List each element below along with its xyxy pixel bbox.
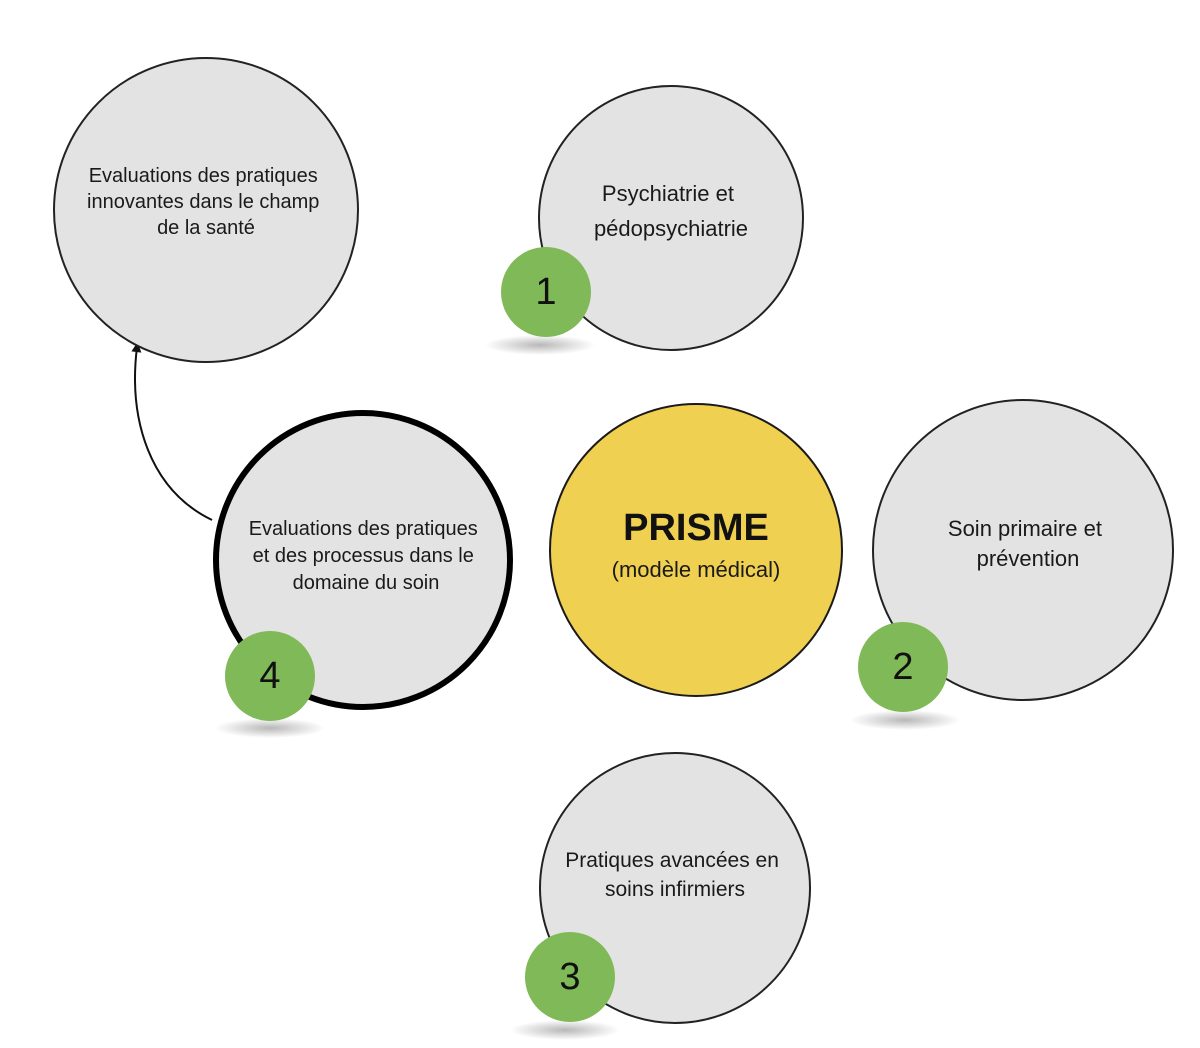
node-label: Soin primaire et prévention bbox=[948, 516, 1108, 571]
badge-2 bbox=[858, 622, 948, 712]
center-subtitle: (modèle médical) bbox=[612, 557, 781, 582]
node-circle bbox=[538, 85, 804, 351]
node-evaluations-processus: Evaluations des pratiques et des process… bbox=[213, 410, 513, 721]
node-label-line: soins infirmiers bbox=[605, 878, 745, 901]
badge-4 bbox=[225, 631, 315, 721]
badge-1 bbox=[501, 247, 591, 337]
node-label-line: Soin primaire et bbox=[948, 516, 1102, 541]
node-label-line: et des processus dans le bbox=[253, 545, 474, 567]
node-label-line: Evaluations des pratiques bbox=[249, 518, 478, 540]
node-pratiques-avancees: Pratiques avancées en soins infirmiers 3 bbox=[525, 752, 811, 1024]
flow-arrow bbox=[131, 342, 213, 521]
center-title: PRISME bbox=[623, 507, 769, 549]
center-node-prisme: PRISME (modèle médical) bbox=[549, 403, 843, 697]
node-label-line: Pratiques avancées en bbox=[565, 849, 779, 872]
node-label-line: pédopsychiatrie bbox=[594, 216, 748, 241]
node-circle bbox=[53, 57, 359, 363]
node-label-line: de la santé bbox=[157, 217, 255, 239]
node-label-line: domaine du soin bbox=[293, 572, 440, 594]
node-label-line: Psychiatrie et bbox=[602, 181, 734, 206]
badge-number: 4 bbox=[259, 655, 280, 697]
shadows bbox=[215, 335, 960, 1040]
badge-3 bbox=[525, 932, 615, 1022]
node-circle bbox=[213, 410, 513, 710]
node-evaluations-innovantes: Evaluations des pratiques innovantes dan… bbox=[53, 57, 359, 363]
badge-number: 3 bbox=[559, 956, 580, 998]
node-label-line: innovantes dans le champ bbox=[87, 191, 319, 213]
node-soin-primaire: Soin primaire et prévention 2 bbox=[858, 399, 1174, 712]
node-circle bbox=[872, 399, 1174, 701]
node-label-line: prévention bbox=[977, 546, 1080, 571]
node-label: Pratiques avancées en soins infirmiers bbox=[565, 849, 784, 901]
center-circle bbox=[549, 403, 843, 697]
badge-number: 2 bbox=[892, 646, 913, 688]
node-label-line: Evaluations des pratiques bbox=[89, 165, 318, 187]
node-psychiatrie: Psychiatrie et pédopsychiatrie 1 bbox=[501, 85, 804, 351]
node-label: Psychiatrie et pédopsychiatrie bbox=[594, 181, 748, 241]
badge-number: 1 bbox=[535, 271, 556, 313]
node-label: Evaluations des pratiques et des process… bbox=[249, 518, 484, 594]
node-label: Evaluations des pratiques innovantes dan… bbox=[87, 165, 325, 239]
